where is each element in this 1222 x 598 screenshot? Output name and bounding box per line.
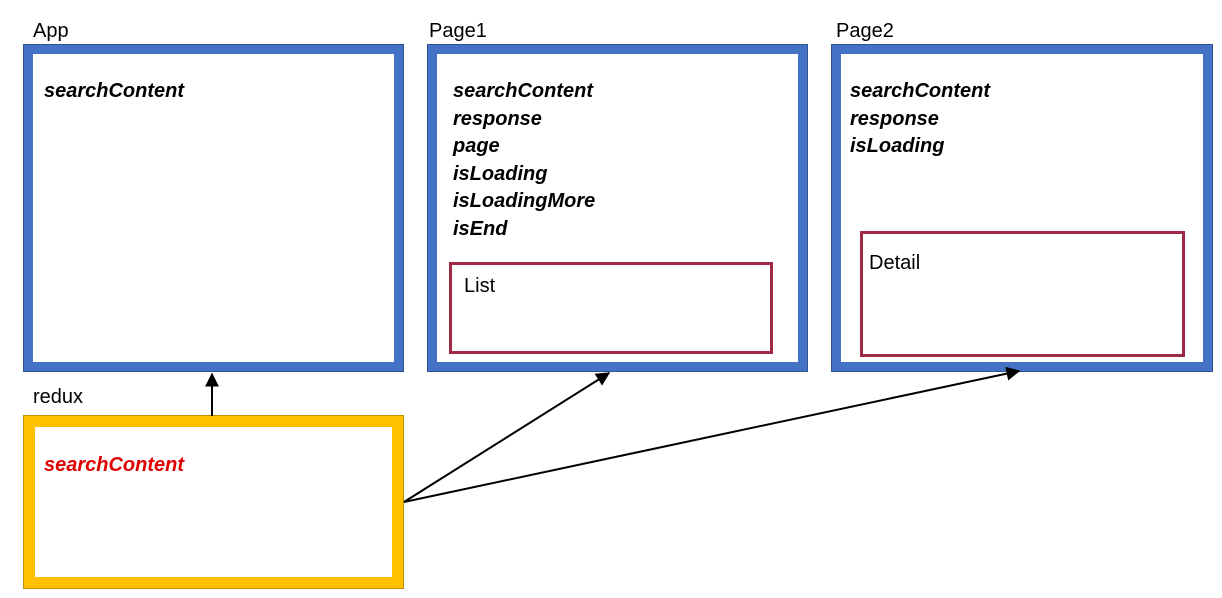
detail-title: Detail: [869, 252, 921, 274]
page1-state-vars: searchContent response page isLoading is…: [453, 78, 595, 243]
app-state-vars: searchContent: [44, 78, 184, 106]
redux-title: redux: [33, 386, 84, 408]
app-component-box: searchContent: [23, 44, 404, 372]
arrow-redux-to-page1: [403, 372, 611, 503]
page1-var: isEnd: [453, 217, 508, 240]
redux-var: searchContent: [44, 454, 185, 476]
page2-title: Page2: [836, 20, 894, 42]
page1-var: isLoading: [453, 162, 548, 185]
list-component-box: List: [449, 262, 773, 354]
page1-var: searchContent: [453, 80, 594, 102]
page2-var: response: [850, 107, 939, 130]
page2-var: searchContent: [850, 80, 991, 102]
page2-var: isLoading: [850, 135, 945, 157]
page1-title: Page1: [429, 20, 487, 42]
arrow-redux-to-page2: [403, 366, 1021, 503]
page1-component-box: searchContent response page isLoading is…: [427, 44, 808, 372]
page2-state-vars: searchContent response isLoading: [850, 78, 990, 161]
list-title: List: [464, 275, 496, 297]
page1-var: page: [453, 135, 500, 157]
redux-store-box: searchContent: [23, 415, 404, 589]
page1-var: isLoadingMore: [453, 190, 596, 212]
detail-component-box: Detail: [860, 231, 1185, 357]
app-title: App: [33, 20, 69, 42]
page1-var: response: [453, 107, 542, 130]
page2-component-box: searchContent response isLoading Detail: [831, 44, 1213, 372]
app-var: searchContent: [44, 80, 185, 102]
redux-state-vars: searchContent: [44, 452, 184, 480]
